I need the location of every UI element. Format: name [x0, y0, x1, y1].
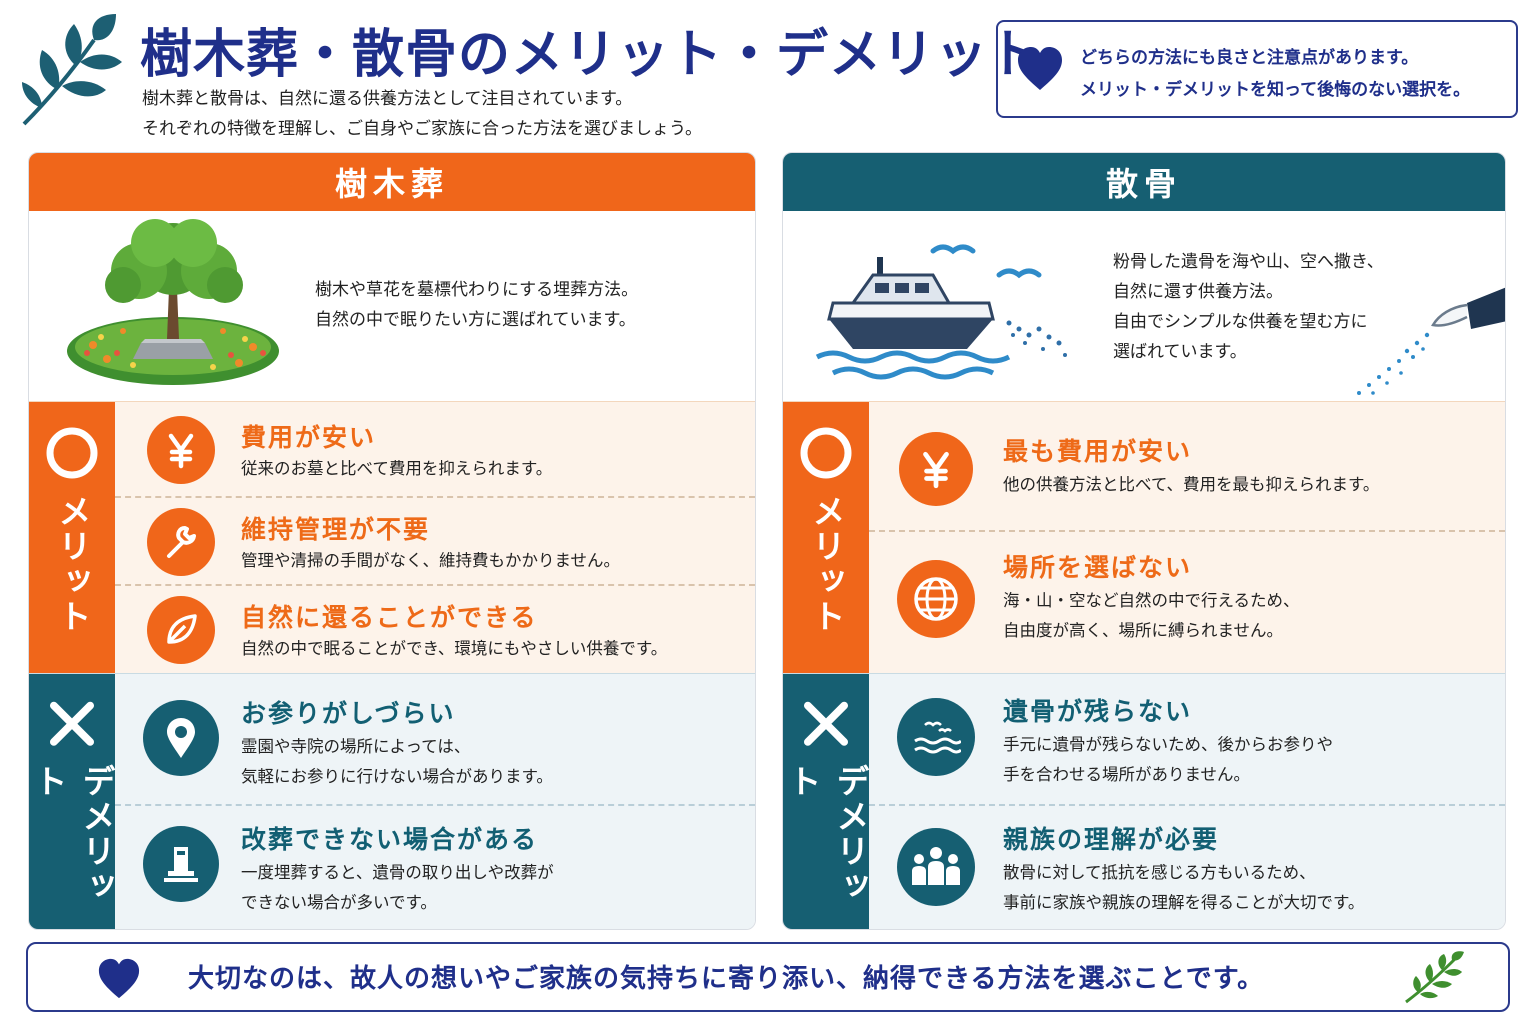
demerit-desc: 散骨に対して抵抗を感じる方もいるため、 事前に家族や親族の理解を得ることが大切で…: [1003, 858, 1364, 918]
merit-title: 最も費用が安い: [1003, 437, 1193, 466]
desc-line: 霊園や寺院の場所によっては、: [241, 737, 471, 756]
merit-item: 自然に還ることができる 自然の中で眠ることができ、環境にもやさしい供養です。: [115, 584, 755, 674]
jumoku-merits: メリット 費用が安い 従来のお墓と比べて費用を抑えられます。 維持管理が不要 管…: [29, 401, 755, 673]
family-icon: [897, 828, 975, 906]
demerit-desc: 霊園や寺院の場所によっては、 気軽にお参りに行けない場合があります。: [241, 732, 553, 792]
demerit-desc: 手元に遺骨が残らないため、後からお参りや 手を合わせる場所がありません。: [1003, 730, 1333, 790]
merit-label: メリット: [807, 494, 846, 634]
merit-label: メリット: [53, 494, 92, 634]
merit-desc: 管理や清掃の手間がなく、維持費もかかりません。: [241, 551, 621, 570]
demerit-sidebar: デメリット: [783, 674, 870, 929]
note-line: メリット・デメリットを知って後悔のない選択を。: [1080, 80, 1471, 100]
circle-mark-icon: [800, 427, 852, 479]
demerit-title: 親族の理解が必要: [1003, 825, 1220, 854]
demerit-label: デメリット: [29, 763, 116, 904]
merit-item: 維持管理が不要 管理や清掃の手間がなく、維持費もかかりません。: [115, 496, 755, 584]
yen-icon: [899, 432, 973, 506]
sankotsu-intro-text: 粉骨した遺骨を海や山、空へ撒き、 自然に還す供養方法。 自由でシンプルな供養を望…: [1113, 247, 1384, 367]
sankotsu-intro: 粉骨した遺骨を海や山、空へ撒き、 自然に還す供養方法。 自由でシンプルな供養を望…: [783, 211, 1505, 401]
leaf-sprig-icon: [1405, 951, 1464, 1004]
merit-desc: 海・山・空など自然の中で行えるため、 自由度が高く、場所に縛られません。: [1003, 586, 1300, 646]
note-line: どちらの方法にも良さと注意点があります。: [1080, 48, 1419, 68]
intro-line: 選ばれています。: [1113, 342, 1247, 362]
merit-item: 費用が安い 従来のお墓と比べて費用を抑えられます。: [115, 402, 755, 496]
desc-line: 事前に家族や親族の理解を得ることが大切です。: [1003, 893, 1365, 912]
jumoku-heading: 樹木葬: [29, 153, 755, 211]
intro-line: 自然に還す供養方法。: [1113, 282, 1283, 302]
cross-mark-icon: [49, 701, 95, 746]
merit-desc: 他の供養方法と比べて、費用を最も抑えられます。: [1003, 475, 1380, 494]
intro-line: 自然の中で眠りたい方に選ばれています。: [315, 310, 636, 330]
merit-title: 費用が安い: [241, 423, 377, 452]
note-text: どちらの方法にも良さと注意点があります。 メリット・デメリットを知って後悔のない…: [1080, 42, 1470, 106]
merit-desc: 自然の中で眠ることができ、環境にもやさしい供養です。: [241, 639, 668, 658]
heart-icon: [1018, 47, 1062, 90]
location-pin-icon: [143, 700, 219, 776]
merit-item: 最も費用が安い 他の供養方法と比べて、費用を最も抑えられます。: [869, 402, 1505, 530]
demerit-title: 遺骨が残らない: [1003, 697, 1193, 726]
intro-line: それぞれの特徴を理解し、ご自身やご家族に合った方法を選びましょう。: [142, 119, 702, 139]
scattering-hand-icon: [1357, 287, 1505, 395]
demerit-item: 改葬できない場合がある 一度埋葬すると、遺骨の取り出しや改葬が できない場合が多…: [115, 804, 755, 929]
leaf-icon: [147, 596, 215, 664]
wrench-icon: [147, 508, 215, 576]
merit-title: 場所を選ばない: [1003, 553, 1193, 582]
boat-illustration-icon: [815, 244, 1067, 380]
merit-item: 場所を選ばない 海・山・空など自然の中で行えるため、 自由度が高く、場所に縛られ…: [869, 530, 1505, 674]
demerit-item: 親族の理解が必要 散骨に対して抵抗を感じる方もいるため、 事前に家族や親族の理解…: [869, 804, 1505, 929]
desc-line: 一度埋葬すると、遺骨の取り出しや改葬が: [241, 863, 554, 882]
jumoku-demerits: デメリット お参りがしづらい 霊園や寺院の場所によっては、 気軽にお参りに行けな…: [29, 673, 755, 929]
desc-line: 手元に遺骨が残らないため、後からお参りや: [1003, 735, 1333, 754]
merit-sidebar: メリット: [29, 402, 115, 673]
sankotsu-heading: 散骨: [783, 153, 1505, 211]
page-intro: 樹木葬と散骨は、自然に還る供養方法として注目されています。 それぞれの特徴を理解…: [142, 84, 702, 144]
intro-line: 粉骨した遺骨を海や山、空へ撒き、: [1113, 252, 1384, 272]
footer-box: [26, 942, 1510, 1012]
heart-icon: [98, 958, 140, 999]
jumoku-panel: 樹木葬 樹木や草花を墓標代わりにする埋葬方法。 自然の中で眠りたい方に選ばれてい…: [28, 152, 756, 930]
intro-line: 樹木葬と散骨は、自然に還る供養方法として注目されています。: [142, 89, 633, 109]
demerit-item: 遺骨が残らない 手元に遺骨が残らないため、後からお参りや 手を合わせる場所があり…: [869, 674, 1505, 804]
desc-line: 自由度が高く、場所に縛られません。: [1003, 621, 1284, 640]
demerit-item: お参りがしづらい 霊園や寺院の場所によっては、 気軽にお参りに行けない場合があり…: [115, 674, 755, 804]
jumoku-intro-text: 樹木や草花を墓標代わりにする埋葬方法。 自然の中で眠りたい方に選ばれています。: [315, 275, 638, 335]
demerit-label: デメリット: [783, 763, 870, 904]
jumoku-intro: 樹木や草花を墓標代わりにする埋葬方法。 自然の中で眠りたい方に選ばれています。: [29, 211, 755, 401]
desc-line: 散骨に対して抵抗を感じる方もいるため、: [1003, 863, 1316, 882]
desc-line: 手を合わせる場所がありません。: [1003, 765, 1251, 784]
demerit-title: お参りがしづらい: [241, 699, 456, 728]
desc-line: 気軽にお参りに行けない場合があります。: [241, 767, 553, 786]
footer-message: 大切なのは、故人の想いやご家族の気持ちに寄り添い、納得できる方法を選ぶことです。: [188, 964, 1265, 994]
sea-birds-icon: [897, 698, 975, 776]
cross-mark-icon: [803, 701, 849, 746]
gravestone-icon: [143, 826, 219, 902]
circle-mark-icon: [46, 427, 98, 479]
leaf-branch-icon: [22, 14, 122, 126]
globe-icon: [897, 560, 975, 638]
merit-title: 維持管理が不要: [241, 515, 431, 544]
sankotsu-panel: 散骨 粉骨した遺骨を海や山、空へ撒き、 自然に還す供養方法。 自由でシンプルな供…: [782, 152, 1506, 930]
demerit-sidebar: デメリット: [29, 674, 116, 929]
desc-line: できない場合が多いです。: [241, 893, 437, 912]
sankotsu-demerits: デメリット 遺骨が残らない 手元に遺骨が残らないため、後からお参りや 手を合わせ…: [783, 673, 1505, 929]
page-title: 樹木葬・散骨のメリット・デメリット: [140, 25, 1042, 85]
note-box: [996, 20, 1518, 118]
yen-icon: [147, 416, 215, 484]
desc-line: 海・山・空など自然の中で行えるため、: [1003, 591, 1300, 610]
merit-desc: 従来のお墓と比べて費用を抑えられます。: [241, 459, 553, 478]
demerit-desc: 一度埋葬すると、遺骨の取り出しや改葬が できない場合が多いです。: [241, 858, 554, 918]
sankotsu-merits: メリット 最も費用が安い 他の供養方法と比べて、費用を最も抑えられます。 場所を…: [783, 401, 1505, 673]
intro-line: 自由でシンプルな供養を望む方に: [1113, 312, 1368, 332]
intro-line: 樹木や草花を墓標代わりにする埋葬方法。: [315, 280, 639, 300]
merit-sidebar: メリット: [783, 402, 869, 673]
merit-title: 自然に還ることができる: [241, 603, 538, 632]
tree-illustration-icon: [67, 219, 279, 385]
demerit-title: 改葬できない場合がある: [241, 825, 539, 854]
